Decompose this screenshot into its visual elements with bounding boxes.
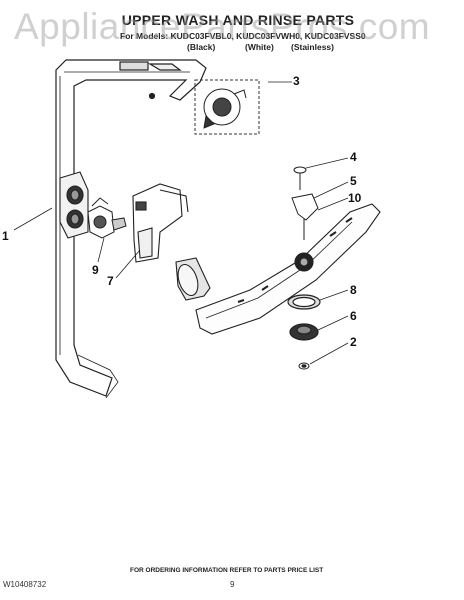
watermark-text: AppliancePartsPros.com [14, 6, 431, 47]
clip [291, 193, 319, 240]
diverter-valve [87, 197, 127, 239]
callout-7: 7 [107, 274, 114, 288]
callout-5: 5 [350, 174, 357, 188]
inset-part [203, 88, 247, 129]
tube-manifold [59, 171, 89, 239]
finish-black: (Black) [187, 42, 216, 52]
feed-tube [175, 257, 211, 301]
callout-3: 3 [293, 74, 300, 88]
hub [289, 323, 319, 341]
callout-4: 4 [350, 150, 357, 164]
screw [293, 166, 307, 190]
finish-stainless: (Stainless) [291, 42, 334, 52]
bracket [132, 183, 189, 263]
document-number: W10408732 [3, 580, 47, 589]
inset-box [194, 79, 260, 135]
spray-arm [195, 203, 381, 335]
callout-9: 9 [92, 263, 99, 277]
seal-ring [287, 294, 321, 310]
callout-8: 8 [350, 283, 357, 297]
diagram-title: UPPER WASH AND RINSE PARTS [121, 12, 355, 28]
ordering-note: FOR ORDERING INFORMATION REFER TO PARTS … [130, 567, 324, 574]
callout-6: 6 [350, 309, 357, 323]
washer [298, 362, 310, 370]
models-line: For Models: KUDC03FVBL0, KUDC03FVWH0, KU… [120, 31, 366, 41]
leader-lines [13, 81, 349, 365]
callout-2: 2 [350, 335, 357, 349]
page-number: 9 [230, 580, 235, 589]
callout-1: 1 [2, 229, 9, 243]
callout-10: 10 [348, 191, 362, 205]
finish-white: (White) [245, 42, 274, 52]
